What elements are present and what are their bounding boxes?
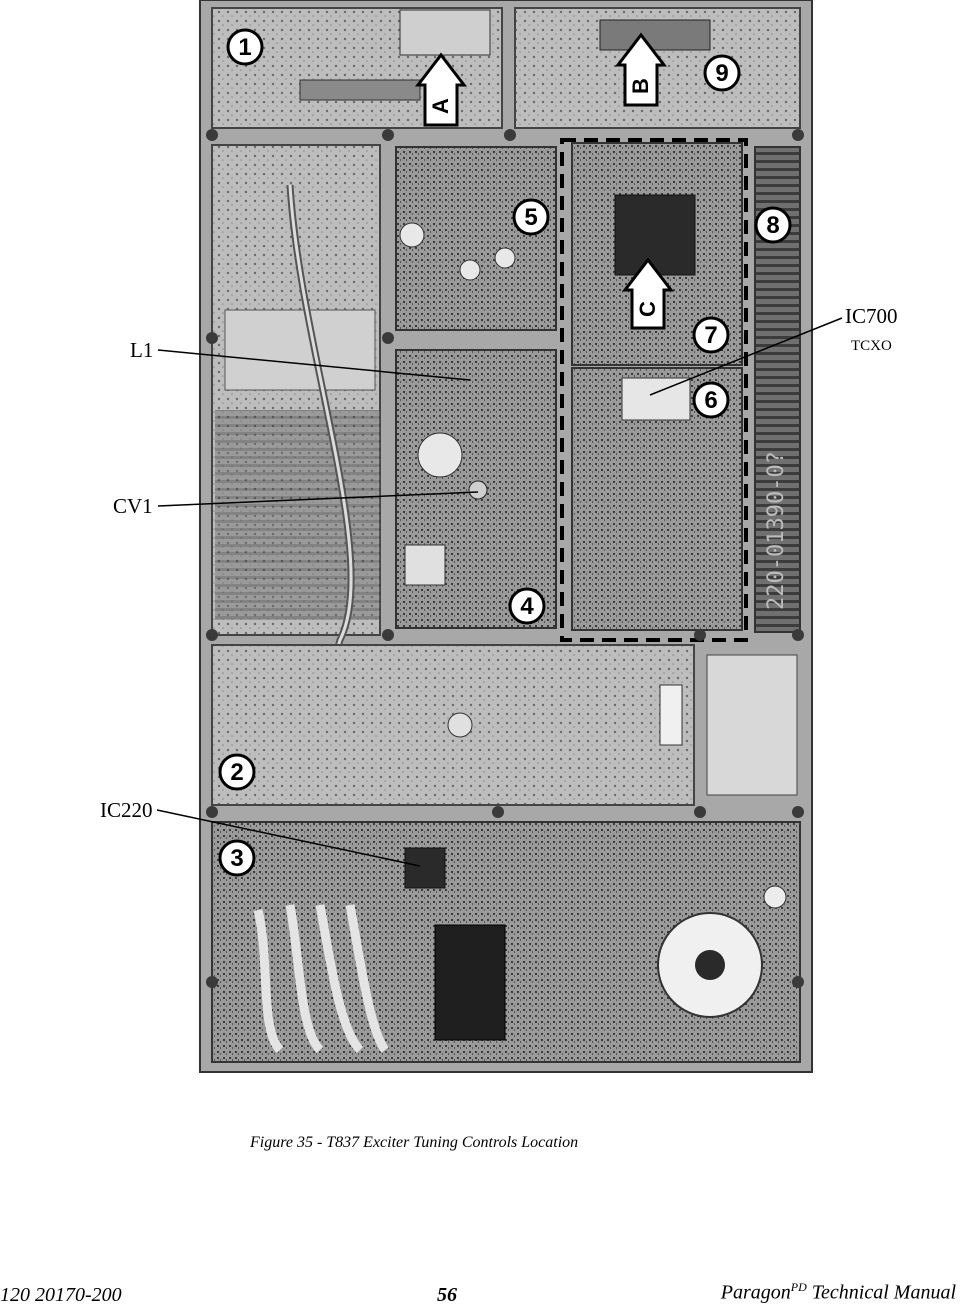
callout-6: 6 — [692, 381, 730, 419]
footer-title-sup: PD — [790, 1280, 807, 1294]
callout-9: 9 — [703, 54, 741, 92]
callout-3: 3 — [218, 839, 256, 877]
svg-text:1: 1 — [238, 34, 251, 61]
footer-doc-number: 120 20170-200 — [0, 1284, 122, 1306]
svg-text:7: 7 — [704, 322, 717, 349]
board-part-number: 220-01390-0? — [764, 451, 789, 610]
arrow-markers: A B C — [414, 32, 675, 330]
callout-7: 7 — [692, 316, 730, 354]
connector-b — [599, 19, 711, 51]
svg-text:4: 4 — [520, 593, 534, 620]
arrow-a: A — [414, 52, 468, 127]
svg-text:C: C — [635, 301, 660, 317]
callout-8: 8 — [754, 206, 792, 244]
footer-title-rest: Technical Manual — [806, 1281, 956, 1304]
label-ic700: IC700 — [845, 304, 898, 328]
callout-4: 4 — [508, 587, 546, 625]
ic220-chip — [404, 847, 446, 889]
callout-circles: 1 9 5 8 7 6 4 2 3 — [218, 28, 792, 877]
footer-title-main: Paragon — [720, 1281, 791, 1304]
leader-lines — [156, 317, 843, 867]
arrow-b: B — [614, 32, 668, 107]
dashed-outline — [560, 138, 748, 642]
svg-text:A: A — [428, 98, 453, 114]
svg-text:2: 2 — [230, 759, 243, 786]
ic-chip-c — [614, 194, 696, 276]
footer-title: ParagonPD Technical Manual — [721, 1280, 956, 1305]
label-tcxo: TCXO — [851, 338, 892, 354]
label-cv1: CV1 — [113, 494, 153, 518]
svg-text:3: 3 — [230, 845, 243, 872]
callout-2: 2 — [218, 753, 256, 791]
tcxo-module — [621, 377, 691, 421]
svg-text:6: 6 — [704, 387, 717, 414]
svg-text:5: 5 — [524, 204, 537, 231]
label-sticker — [706, 654, 798, 796]
footer-page-number: 56 — [437, 1284, 457, 1306]
exciter-board-photo: 220-01390-0? 1 9 5 8 7 6 4 2 3 A — [156, 0, 843, 1073]
label-ic220: IC220 — [100, 798, 153, 822]
connector-a — [399, 9, 491, 56]
label-l1: L1 — [130, 338, 154, 362]
callout-5: 5 — [512, 198, 550, 236]
figure-caption: Figure 35 - T837 Exciter Tuning Controls… — [250, 1134, 579, 1151]
callout-1: 1 — [226, 28, 264, 66]
svg-text:9: 9 — [715, 60, 728, 87]
arrow-c: C — [621, 257, 675, 330]
svg-text:8: 8 — [766, 212, 779, 239]
svg-text:B: B — [628, 78, 653, 94]
